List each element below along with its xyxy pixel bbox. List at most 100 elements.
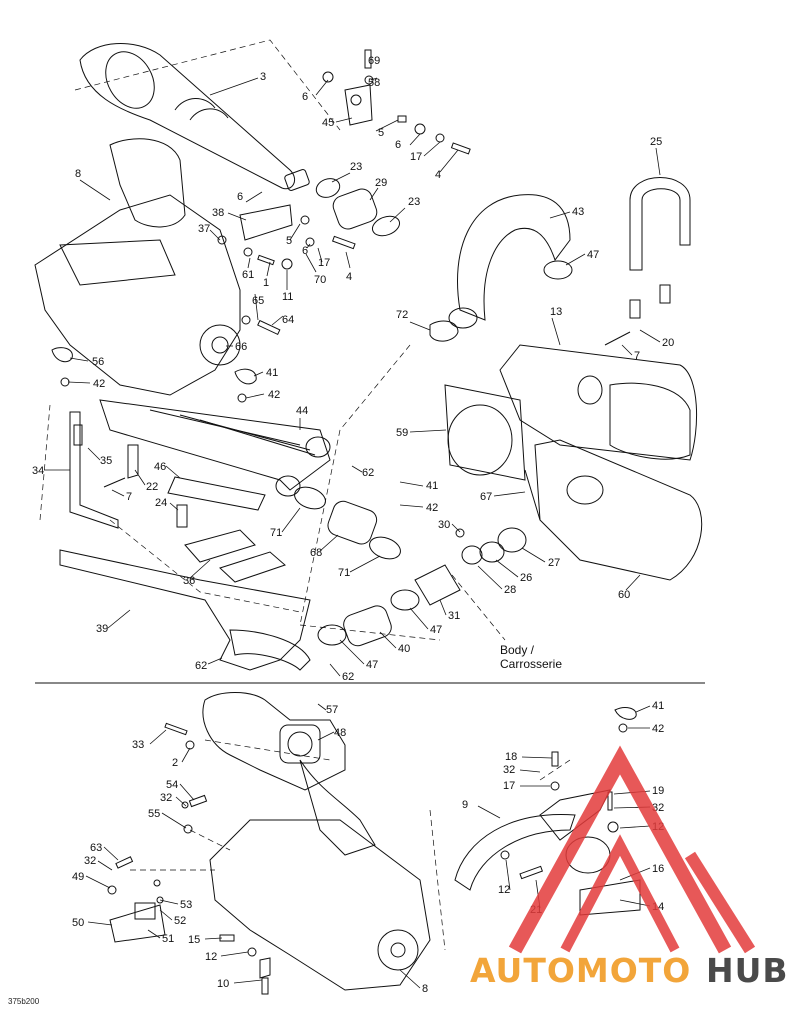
callout: 68	[310, 547, 322, 559]
callout: 24	[155, 497, 167, 509]
callout: 13	[550, 306, 562, 318]
part-drawings-top	[34, 43, 703, 671]
callout: 42	[426, 502, 438, 514]
callout: 36	[183, 575, 195, 587]
exhaust-bend-pipe	[457, 194, 571, 321]
heat-guard	[454, 813, 576, 891]
callout: 4	[435, 169, 441, 181]
watermark-brand-orange: AUTOMOTO	[470, 951, 691, 990]
callout: 4	[346, 271, 352, 283]
callout: 56	[92, 356, 104, 368]
body-note-line-1: Body /	[500, 643, 535, 657]
callout: 27	[548, 557, 560, 569]
callouts-bottom: 57 48 33 2 54 32 55 63 32 49 53 52 50 51…	[72, 700, 664, 995]
callout: 41	[652, 700, 664, 712]
muffler	[499, 344, 697, 461]
callout: 47	[430, 624, 442, 636]
callout: 7	[634, 350, 640, 362]
callout: 11	[282, 291, 293, 303]
callout: 22	[146, 481, 158, 493]
callout: 40	[398, 643, 410, 655]
callout: 6	[237, 191, 243, 203]
part-drawings-bottom	[107, 692, 641, 995]
callout: 7	[126, 491, 132, 503]
callout: 67	[480, 491, 492, 503]
callout: 46	[154, 461, 166, 473]
watermark-triangle-logo	[508, 745, 756, 954]
callout: 31	[448, 610, 460, 622]
callout: 69	[368, 55, 380, 67]
body-note: Body / Carrosserie	[500, 643, 562, 671]
callout: 42	[652, 723, 664, 735]
callout: 62	[342, 671, 354, 683]
callout: 44	[296, 405, 308, 417]
callout: 9	[462, 799, 468, 811]
dashed-leaders-top	[39, 39, 506, 641]
callout: 12	[205, 951, 217, 963]
callout: 32	[160, 792, 172, 804]
callout: 37	[198, 223, 210, 235]
engine-block-lower	[209, 819, 431, 991]
callout: 42	[268, 389, 280, 401]
callout: 47	[366, 659, 378, 671]
callout: 23	[408, 196, 420, 208]
callout: 39	[96, 623, 108, 635]
callout: 23	[350, 161, 362, 173]
callout: 3	[260, 71, 266, 83]
callout: 71	[270, 527, 282, 539]
callout: 32	[84, 855, 96, 867]
callout: 17	[410, 151, 422, 163]
watermark: AUTOMOTO HUB	[470, 745, 789, 990]
callout: 8	[422, 983, 428, 995]
callout: 42	[93, 378, 105, 390]
engine-block	[34, 194, 241, 396]
callout: 5	[286, 235, 292, 247]
callout: 63	[90, 842, 102, 854]
callout: 38	[212, 207, 224, 219]
callout: 25	[650, 136, 662, 148]
callout: 15	[188, 934, 200, 946]
callout: 59	[396, 427, 408, 439]
tuned-pipe	[79, 43, 295, 190]
callout: 19	[652, 785, 664, 797]
callout: 54	[166, 779, 178, 791]
callout: 61	[242, 269, 254, 281]
callout: 28	[504, 584, 516, 596]
reference-code: 375b200	[8, 997, 40, 1006]
callout: 17	[318, 257, 330, 269]
callout: 60	[618, 589, 630, 601]
callout: 34	[32, 465, 44, 477]
callout: 41	[426, 480, 438, 492]
callout: 64	[282, 314, 294, 326]
callout: 62	[195, 660, 207, 672]
body-note-line-2: Carrosserie	[500, 657, 562, 671]
callout: 16	[652, 863, 664, 875]
callout: 12	[498, 884, 510, 896]
callout: 5	[378, 127, 384, 139]
callout: 51	[162, 933, 174, 945]
callout: 33	[132, 739, 144, 751]
callout: 57	[326, 704, 338, 716]
watermark-brand-dark: HUB	[706, 951, 789, 990]
callout: 8	[75, 168, 81, 180]
callout: 47	[587, 249, 599, 261]
callouts-top: 69 58 6 3 45 5 6 17 4 8 23 29 23 6 38 37…	[32, 55, 674, 683]
callout: 45	[322, 117, 334, 129]
callout: 70	[314, 274, 326, 286]
callout: 29	[375, 177, 387, 189]
callout: 26	[520, 572, 532, 584]
callout: 65	[252, 295, 264, 307]
callout: 55	[148, 808, 160, 820]
callout: 53	[180, 899, 192, 911]
callout: 50	[72, 917, 84, 929]
callout: 48	[334, 727, 346, 739]
callout: 10	[217, 978, 229, 990]
callout: 32	[503, 764, 515, 776]
callout: 72	[396, 309, 408, 321]
callout: 43	[572, 206, 584, 218]
callout: 49	[72, 871, 84, 883]
callout: 17	[503, 780, 515, 792]
callout: 41	[266, 367, 278, 379]
callout: 6	[302, 245, 308, 257]
